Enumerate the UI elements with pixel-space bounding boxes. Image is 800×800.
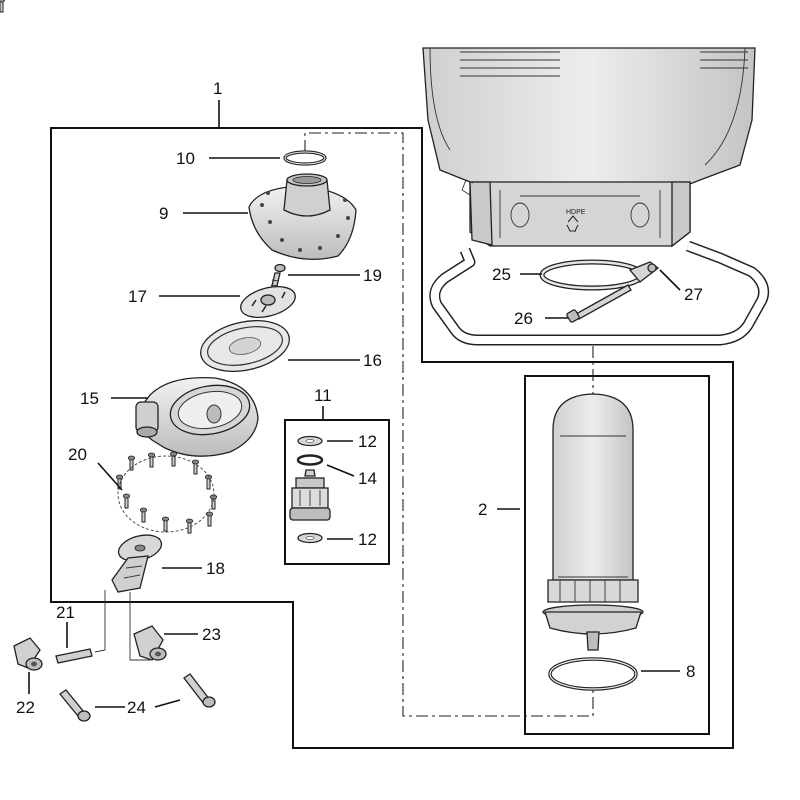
part-25-clamp-band — [539, 259, 645, 291]
part-8-o-ring — [548, 657, 638, 691]
part-16-diaphragm — [200, 320, 290, 372]
callout-23: 23 — [202, 625, 221, 644]
part-24-bolt-right — [183, 673, 216, 708]
part-20-screw-set — [0, 0, 218, 534]
callout-26: 26 — [514, 309, 533, 328]
part-23-fitting-right — [133, 625, 167, 661]
callout-24: 24 — [127, 698, 146, 717]
part-22-fitting-left — [13, 637, 43, 671]
part-11-valve — [289, 469, 331, 521]
callout-1: 1 — [213, 79, 222, 98]
part-10-o-ring — [283, 150, 327, 166]
part-18-piston — [111, 534, 163, 593]
callout-16: 16 — [363, 351, 382, 370]
svg-text:HDPE: HDPE — [566, 209, 586, 216]
assembly-axis — [304, 132, 594, 717]
part-link-lines — [94, 590, 150, 661]
part-24-bolt-left — [59, 689, 91, 722]
part-2-pressure-chamber — [542, 393, 644, 651]
leader-lines — [28, 100, 681, 708]
part-12-washer-top — [297, 435, 323, 447]
callout-18: 18 — [206, 559, 225, 578]
callout-21: 21 — [56, 603, 75, 622]
callout-labels: 1 10 9 19 17 16 15 11 12 20 14 12 18 21 … — [16, 79, 703, 717]
callout-8: 8 — [686, 662, 695, 681]
part-17-diaphragm-plate — [240, 286, 296, 318]
callout-15: 15 — [80, 389, 99, 408]
callout-9: 9 — [159, 204, 168, 223]
part-14-o-ring — [296, 454, 324, 466]
callout-19: 19 — [363, 266, 382, 285]
recycle-icon — [566, 215, 579, 232]
part-26-screw — [566, 284, 632, 323]
callout-22: 22 — [16, 698, 35, 717]
callout-27: 27 — [684, 285, 703, 304]
kit-2-outline — [524, 375, 710, 735]
callout-2: 2 — [478, 500, 487, 519]
callout-17: 17 — [128, 287, 147, 306]
callout-12-bottom: 12 — [358, 530, 377, 549]
part-21-pin — [55, 648, 93, 664]
callout-12-top: 12 — [358, 432, 377, 451]
frame-tube — [429, 240, 770, 346]
part-15-pump-body — [135, 376, 259, 457]
callout-11: 11 — [314, 386, 332, 405]
callout-20: 20 — [68, 445, 87, 464]
callout-14: 14 — [358, 469, 377, 488]
callout-25: 25 — [492, 265, 511, 284]
part-12-washer-bottom — [297, 532, 323, 544]
callout-10: 10 — [176, 149, 195, 168]
sprayer-tank: HDPE — [422, 47, 756, 248]
part-27-clamp-latch — [628, 261, 660, 283]
kit-1-outline — [50, 127, 734, 749]
part-9-top-housing — [248, 173, 357, 260]
kit-11-outline — [284, 419, 390, 565]
